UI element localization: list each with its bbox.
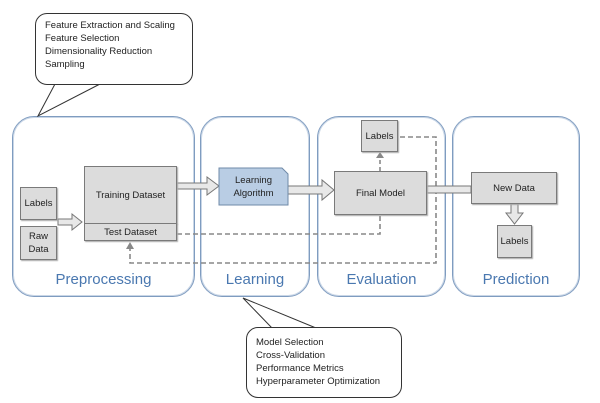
callout-line: Performance Metrics [256,363,344,374]
callout-line: Dimensionality Reduction [45,46,153,57]
panel-evaluation: Evaluation [317,116,446,297]
new-data-box: New Data [471,172,557,204]
arrow-algorithm-to-model [287,178,335,202]
arrow-training-to-algorithm [176,176,220,196]
final-model-box: Final Model [334,171,427,215]
connector-model-to-newdata [426,185,472,194]
learning-algorithm-box: Learning Algorithm [219,168,288,205]
raw-data-box: Raw Data [20,226,57,260]
dashed-line-labels-loop [129,136,437,264]
learning-algorithm-shape [218,167,289,206]
panel-title-preprocessing: Preprocessing [55,271,152,288]
panel-preprocessing: Preprocessing [12,116,195,297]
callout-line: Feature Extraction and Scaling [45,20,175,31]
callout-preprocessing: Feature Extraction and Scaling Feature S… [35,13,193,85]
arrowhead-up-test [126,242,134,249]
panel-title-learning: Learning [225,271,285,288]
callout-line: Feature Selection [45,33,120,44]
callout-line: Cross-Validation [256,350,325,361]
prediction-labels-box: Labels [497,225,532,258]
arrowhead-up-labels [376,152,384,158]
test-dataset-box: Test Dataset [84,223,177,241]
panel-prediction: Prediction [452,116,580,297]
raw-data-label: Raw Data [28,231,49,255]
callout-line: Hyperparameter Optimization [256,376,381,387]
callout-line: Model Selection [256,337,324,348]
eval-labels-box: Labels [361,120,398,152]
training-dataset-box: Training Dataset [84,166,177,224]
panel-learning: Learning [200,116,310,297]
labels-input-box: Labels [20,187,57,220]
panel-title-evaluation: Evaluation [346,271,417,288]
callout-learning: Model Selection Cross-Validation Perform… [246,327,402,398]
callout-line: Sampling [45,59,85,70]
panel-title-prediction: Prediction [482,271,550,288]
callout-tail-preprocessing [36,83,101,118]
learning-algorithm-label: Learning Algorithm [233,174,274,199]
dashed-line-test-to-model [177,215,381,235]
arrow-inputs-to-training [57,212,83,232]
arrow-newdata-to-labels [504,203,525,225]
callout-tail-learning [242,297,317,329]
